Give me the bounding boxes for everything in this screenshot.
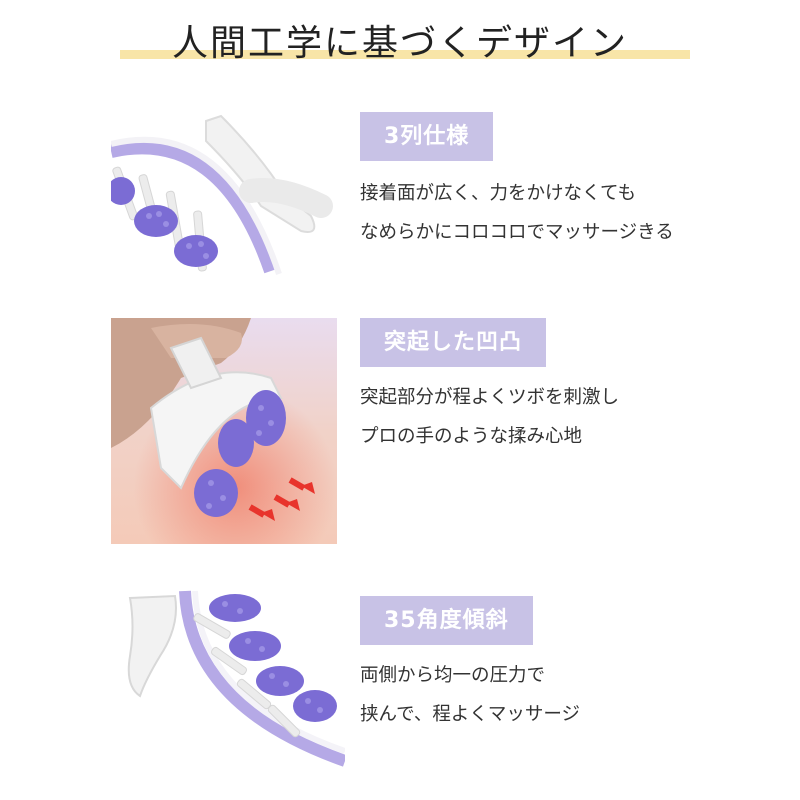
product-image-three-rows [111, 96, 337, 322]
product-usage-image [111, 318, 337, 544]
feature-badge-bumps: 突起した凹凸 [360, 318, 547, 367]
description-line: なめらかにコロコロでマッサージきる [360, 222, 674, 243]
feature-description-bumps: 突起部分が程よくツボを刺激し プロの手のような揉み心地 [360, 378, 619, 456]
description-line: 両側から均一の圧力で [360, 665, 546, 686]
feature-badge-three-rows: 3列仕様 [360, 112, 494, 161]
feature-description-angle: 両側から均一の圧力で 挟んで、程よくマッサージ [360, 656, 580, 734]
feature-description-three-rows: 接着面が広く、力をかけなくても なめらかにコロコロでマッサージきる [360, 174, 674, 252]
description-line: プロの手のような揉み心地 [360, 426, 583, 447]
page-title: 人間工学に基づくデザイン [171, 23, 628, 64]
feature-badge-angle: 35角度傾斜 [360, 596, 533, 645]
title-underline [120, 50, 690, 59]
description-line: 接着面が広く、力をかけなくても [360, 183, 637, 204]
description-line: 突起部分が程よくツボを刺激し [360, 387, 620, 408]
description-line: 挟んで、程よくマッサージ [360, 704, 580, 725]
product-image-angle [120, 586, 345, 776]
